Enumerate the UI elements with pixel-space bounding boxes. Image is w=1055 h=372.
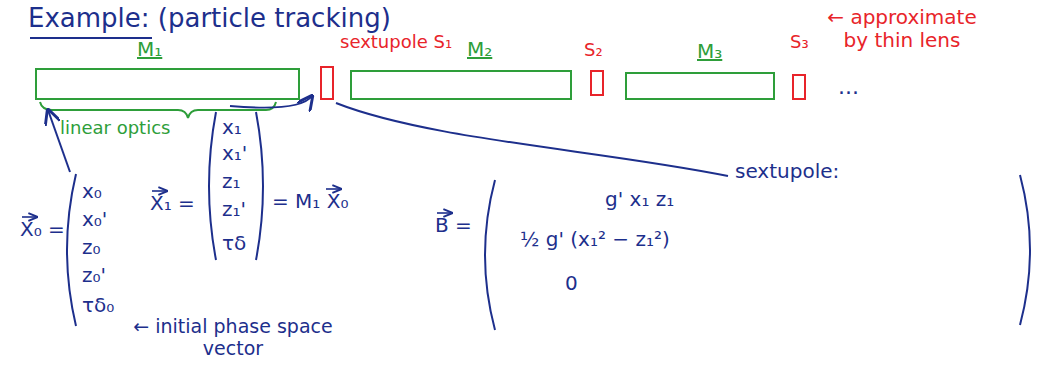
vector-component: z₀'	[82, 264, 106, 287]
vector-component: g' x₁ z₁	[605, 188, 674, 211]
vector-component: x₀'	[82, 208, 107, 231]
annotation: ← initial phase space vector	[118, 316, 348, 360]
element-label: sextupole S₁	[340, 32, 452, 53]
matrix-box: M₃	[625, 72, 775, 100]
vector-component: ½ g' (x₁² − z₁²)	[520, 228, 670, 251]
bracket	[209, 112, 216, 260]
vector-component: 0	[565, 272, 578, 295]
sextupole-box: sextupole S₁	[320, 66, 334, 100]
vector-name: X₀ =	[20, 218, 65, 241]
element-label: M₁	[137, 38, 162, 61]
annotation: ← approximate by thin lens	[822, 6, 982, 52]
element-label: M₃	[697, 40, 722, 63]
vector-component: x₁'	[222, 142, 247, 165]
title-underline	[30, 37, 152, 39]
sextupole-box: S₃	[792, 74, 806, 100]
element-label: S₃	[790, 32, 809, 53]
vector-component: τδ	[222, 232, 246, 255]
sextupole-box: S₂	[590, 70, 604, 96]
matrix-box: M₁	[35, 68, 300, 100]
vector-name: X₁ =	[150, 192, 195, 215]
element-label: S₂	[584, 40, 603, 61]
vector-component: x₁	[222, 116, 242, 139]
vector-component: τδ₀	[82, 294, 114, 317]
annotation: sextupole:	[735, 160, 839, 183]
vector-component: z₀	[82, 236, 101, 259]
bracket	[485, 180, 495, 330]
bracket	[256, 112, 263, 260]
vector-name: B =	[435, 214, 472, 237]
vector-component: z₁'	[222, 198, 246, 221]
annotation: linear optics	[60, 118, 170, 139]
vector-component: z₁	[222, 170, 241, 193]
matrix-box: M₂	[350, 70, 572, 100]
title: Example: (particle tracking)	[28, 4, 391, 34]
ellipsis: ...	[838, 74, 859, 99]
element-label: M₂	[467, 38, 492, 61]
leader-line	[336, 103, 728, 176]
bracket	[1020, 175, 1030, 325]
equation: = M₁ X₀	[272, 190, 348, 213]
bracket	[67, 174, 76, 326]
vector-component: x₀	[82, 180, 102, 203]
